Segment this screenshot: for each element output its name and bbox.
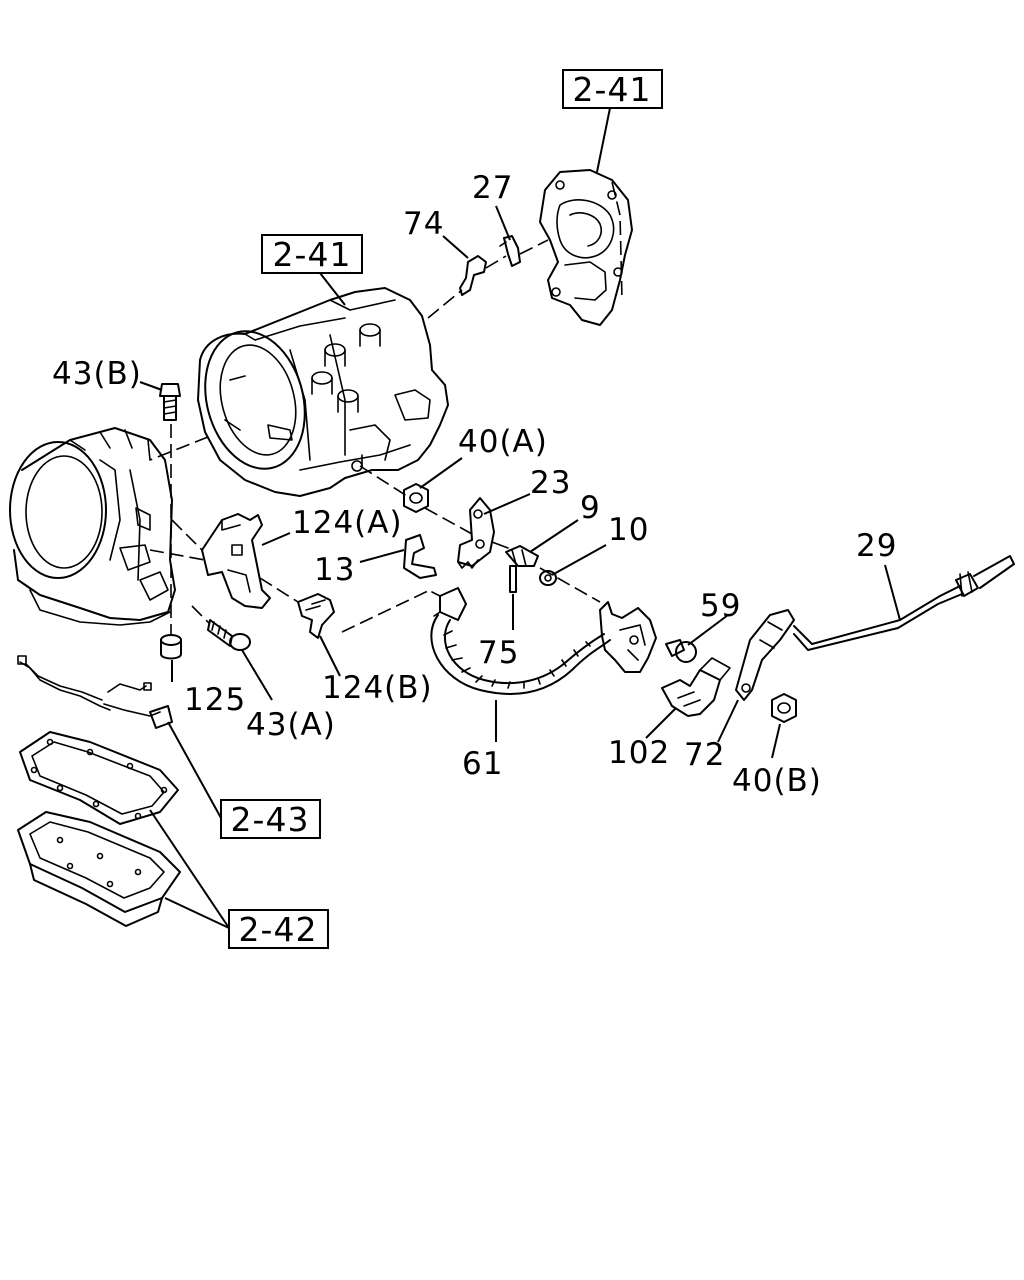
ring-10-drawing [539, 570, 557, 586]
callout-13[interactable]: 13 [314, 552, 355, 588]
callout-125[interactable]: 125 [184, 682, 246, 718]
transmission-case-drawing [197, 287, 449, 497]
bell-housing-drawing [9, 427, 176, 626]
bolt-43b-drawing [159, 383, 181, 421]
callout-124a[interactable]: 124(A) [292, 505, 403, 541]
seal-9-drawing [505, 545, 539, 567]
dash-axis-43a [191, 605, 211, 625]
callout-43b[interactable]: 43(B) [52, 356, 142, 392]
sensor-124b-drawing [297, 593, 335, 639]
part-13-drawing [403, 534, 437, 579]
callout-40a[interactable]: 40(A) [458, 424, 548, 460]
clip-102-drawing [661, 657, 731, 717]
collar-125-drawing [160, 634, 182, 660]
callout-124b[interactable]: 124(B) [322, 670, 433, 706]
ref-label: 2-42 [239, 910, 318, 949]
dash-axis-harness [341, 589, 431, 633]
solenoid-harness-drawing [17, 655, 173, 729]
oil-pan-drawing [17, 811, 181, 927]
callout-61[interactable]: 61 [462, 746, 503, 782]
ref-label: 2-41 [573, 70, 652, 109]
callout-40b[interactable]: 40(B) [732, 763, 822, 799]
harness-61-drawing [430, 587, 611, 695]
bracket-124a-drawing [201, 513, 271, 609]
screw-59-drawing [665, 639, 697, 663]
ref-box-2-43[interactable]: 2-43 [220, 799, 321, 839]
extension-housing-drawing [539, 169, 633, 326]
dash-axis-case [149, 436, 209, 461]
dash-axis-124b [259, 577, 299, 603]
callout-10[interactable]: 10 [608, 512, 649, 548]
callout-72[interactable]: 72 [684, 737, 725, 773]
ref-label: 2-41 [273, 235, 352, 274]
ref-box-2-41-top[interactable]: 2-41 [562, 69, 663, 109]
bracket-72-drawing [735, 609, 795, 701]
part-74-drawing [459, 255, 487, 296]
callout-leaders [139, 205, 901, 759]
ref-leaders [149, 107, 611, 929]
callout-75[interactable]: 75 [478, 635, 519, 671]
callout-27[interactable]: 27 [472, 170, 513, 206]
callout-74[interactable]: 74 [403, 206, 444, 242]
oil-pan-gasket-drawing [19, 731, 179, 825]
callout-23[interactable]: 23 [530, 465, 571, 501]
bolt-43a-drawing [207, 619, 251, 651]
dash-axis-top [427, 239, 549, 319]
ref-label: 2-43 [231, 800, 310, 839]
nut-40a-drawing [403, 483, 429, 513]
dash-axis-40a [359, 465, 473, 535]
shift-switch-drawing [599, 601, 657, 673]
callout-102[interactable]: 102 [608, 735, 670, 771]
callout-29[interactable]: 29 [856, 528, 897, 564]
dash-axis-ring [539, 567, 601, 603]
dash-axis-bracket [149, 519, 206, 561]
callout-9[interactable]: 9 [580, 490, 601, 526]
ref-box-2-42[interactable]: 2-42 [228, 909, 329, 949]
cable-29-drawing [793, 555, 1015, 651]
nut-40b-drawing [771, 693, 797, 723]
callout-43a[interactable]: 43(A) [246, 707, 336, 743]
part-27-drawing [499, 235, 521, 267]
ref-box-2-41-mid[interactable]: 2-41 [261, 234, 363, 274]
lever-23-drawing [457, 497, 509, 569]
callout-59[interactable]: 59 [700, 588, 741, 624]
pin-75-drawing [509, 565, 517, 593]
